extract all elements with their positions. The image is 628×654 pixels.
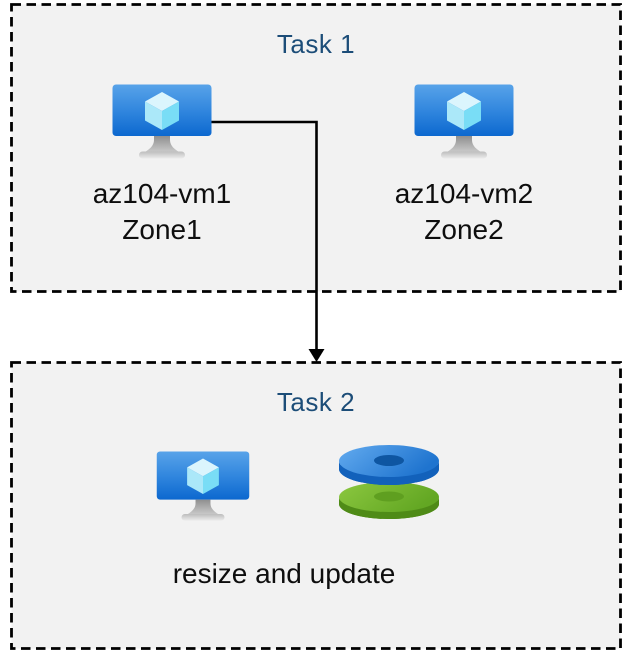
- vm1-zone: Zone1: [122, 214, 202, 245]
- disks-icon: [337, 443, 441, 521]
- vm1-label: az104-vm1 Zone1: [37, 176, 287, 248]
- task1-title: Task 1: [276, 29, 356, 59]
- task2-title: Task 2: [276, 387, 356, 417]
- virtual-machine-icon: [112, 84, 212, 160]
- task2-box: [10, 361, 622, 650]
- vm2-label: az104-vm2 Zone2: [339, 176, 589, 248]
- vm2-zone: Zone2: [424, 214, 504, 245]
- vm1-name: az104-vm1: [92, 178, 232, 209]
- virtual-machine-icon: [156, 451, 250, 522]
- virtual-machine-icon: [414, 84, 514, 160]
- flow-arrow: [211, 120, 325, 362]
- vm2-name: az104-vm2: [394, 178, 534, 209]
- task2-label: resize and update: [172, 558, 396, 589]
